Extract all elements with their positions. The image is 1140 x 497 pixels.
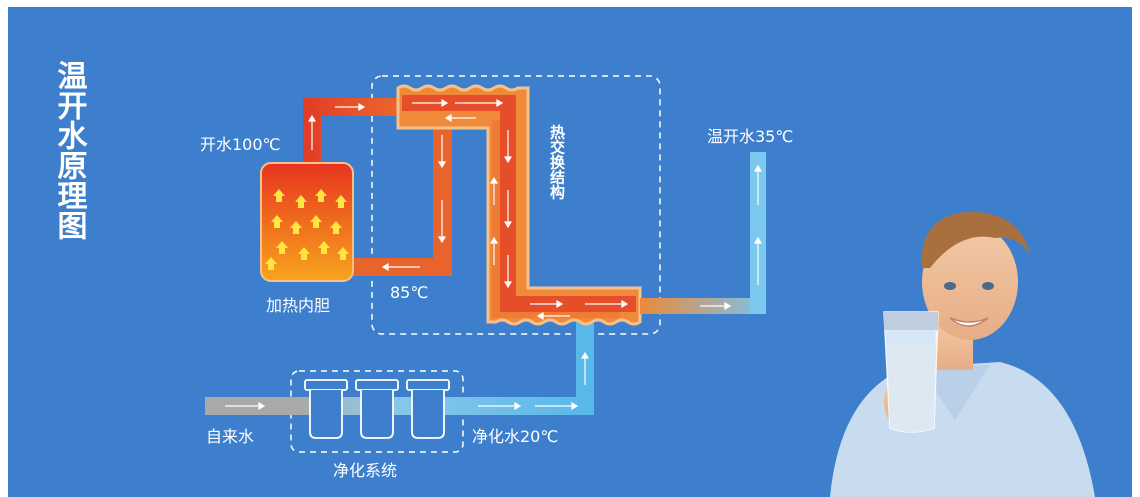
arrow-up-icon	[271, 215, 283, 228]
arrow-up-icon	[265, 257, 277, 270]
arrow-up-icon	[330, 221, 342, 234]
warm-water-outlet	[750, 152, 766, 314]
arrow-up-icon	[315, 189, 327, 202]
heat-exchanger-outer	[396, 84, 642, 326]
arrow-up-icon	[290, 221, 302, 234]
arrow-up-icon	[335, 195, 347, 208]
arrow-up-icon	[298, 247, 310, 260]
filter-cartridge-icon	[355, 379, 399, 439]
purify-system-label: 净化系统	[333, 461, 397, 480]
filter-cartridges	[304, 379, 450, 439]
purified-water-label: 净化水20℃	[472, 427, 558, 446]
tap-water-pipe	[205, 397, 590, 415]
flow-arrows	[225, 98, 763, 411]
filter-cartridge-icon	[304, 379, 348, 439]
arrow-up-icon	[337, 247, 349, 260]
heat-exchange-label: 热交换结构	[548, 124, 566, 201]
tap-water-label: 自来水	[206, 427, 254, 446]
arrow-up-icon	[273, 189, 285, 202]
arrow-up-icon	[318, 241, 330, 254]
filter-cartridge-icon	[406, 379, 450, 439]
purified-water-riser	[572, 320, 594, 415]
arrow-up-icon	[310, 215, 322, 228]
child-with-glass-photo	[830, 211, 1095, 497]
heat-exchange-box	[371, 75, 661, 335]
arrow-up-icon	[276, 241, 288, 254]
warm-water-label: 温开水35℃	[707, 127, 793, 146]
tank-arrows	[265, 189, 349, 270]
warm-water-pipe	[640, 152, 766, 314]
heating-tank-label: 加热内胆	[266, 296, 330, 315]
temp-85-label: 85℃	[390, 283, 428, 302]
arrow-up-icon	[295, 195, 307, 208]
page-title: 温开水原理图	[52, 60, 88, 240]
boiling-water-label: 开水100℃	[200, 135, 281, 154]
hot-water-pipe	[303, 98, 410, 165]
return-pipe-85	[352, 118, 452, 276]
